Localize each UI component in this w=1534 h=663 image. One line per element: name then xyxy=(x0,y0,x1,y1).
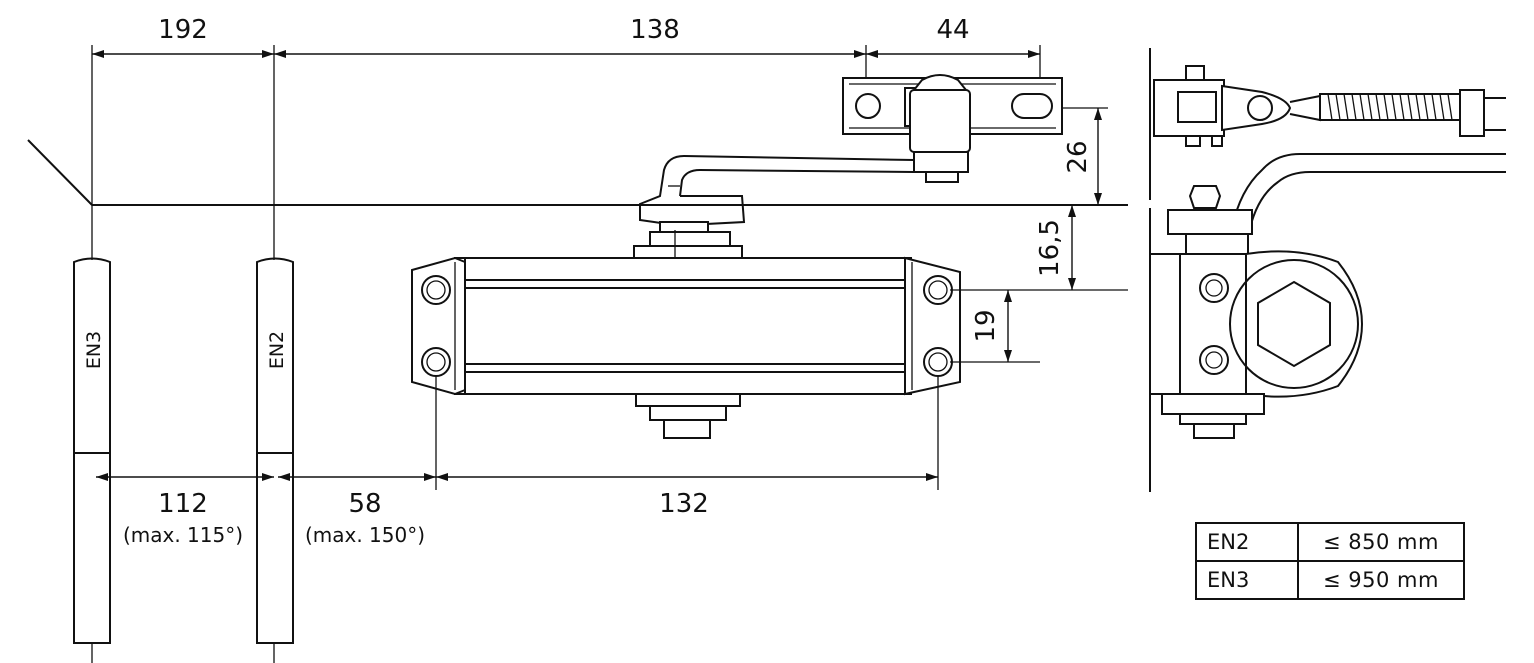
dim-26: 26 xyxy=(1063,140,1093,173)
right-dimension-lines xyxy=(950,107,1128,363)
label-en3: EN3 xyxy=(83,331,105,369)
table-cell-value: ≤ 950 mm xyxy=(1297,560,1465,600)
arm-rod-en2 xyxy=(256,257,294,644)
closer-body xyxy=(411,256,961,439)
label-en2: EN2 xyxy=(266,331,288,369)
mounting-bracket xyxy=(842,74,1063,183)
dim-192: 192 xyxy=(158,15,208,45)
table-cell-class: EN2 xyxy=(1195,522,1299,562)
dim-138: 138 xyxy=(630,15,680,45)
table-cell-value: ≤ 850 mm xyxy=(1297,522,1465,562)
side-view xyxy=(1149,48,1506,492)
dim-19: 19 xyxy=(971,309,1001,342)
bottom-dimension-lines xyxy=(96,376,939,490)
table-cell-class: EN3 xyxy=(1195,560,1299,600)
dim-58-note: (max. 150°) xyxy=(305,523,425,547)
table-row: EN3 ≤ 950 mm xyxy=(1195,560,1465,600)
arm-rod-en3 xyxy=(73,257,111,644)
dim-132: 132 xyxy=(659,489,709,519)
dim-16-5: 16,5 xyxy=(1035,219,1065,277)
thread-lines xyxy=(1327,93,1453,121)
dim-58: 58 xyxy=(348,489,381,519)
dim-44: 44 xyxy=(936,15,969,45)
table-row: EN2 ≤ 850 mm xyxy=(1195,522,1465,562)
door-frame xyxy=(27,139,1128,206)
dim-112-note: (max. 115°) xyxy=(123,523,243,547)
door-width-table: EN2 ≤ 850 mm EN3 ≤ 950 mm xyxy=(1195,522,1465,600)
dim-112: 112 xyxy=(158,489,208,519)
